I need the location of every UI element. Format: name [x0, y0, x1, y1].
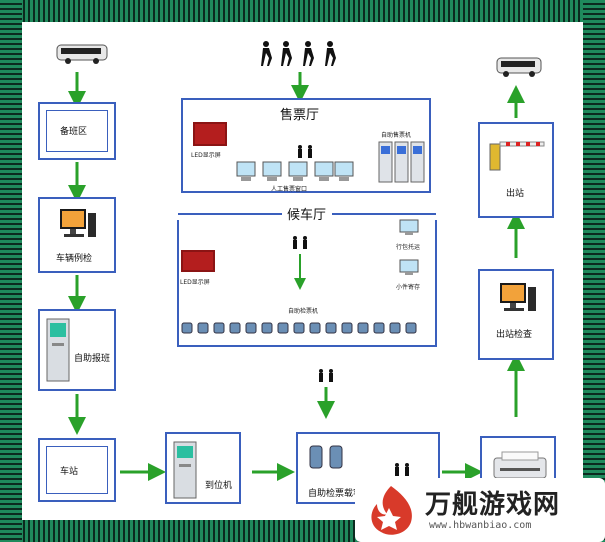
- printer-icon: [493, 451, 547, 479]
- walking-people-icon: [261, 41, 336, 66]
- watermark-url: www.hbwanbiao.com: [429, 520, 532, 531]
- gate-row-label: 自助检票机: [288, 308, 319, 315]
- watermark-title: 万舰游戏网: [425, 490, 561, 520]
- waiting-led-label: LED显示屏: [180, 279, 210, 286]
- ticket-window-computers-icon: [236, 161, 354, 181]
- ticket-gates-icon: [181, 322, 417, 334]
- right-stripe-border: [583, 0, 605, 542]
- led-screen-icon: [181, 250, 215, 272]
- led-screen-icon: [193, 122, 227, 146]
- ticket-led-label: LED显示屏: [191, 152, 221, 159]
- small-items-computer-icon: [399, 259, 419, 275]
- self-ticket-machine-icon: [378, 141, 425, 183]
- kiosk-icon: [46, 318, 70, 382]
- luggage-label: 行包托运: [396, 244, 421, 251]
- exit-box: 出站: [478, 122, 554, 218]
- bus-icon: [496, 57, 542, 77]
- arrive-machine-box: 到位机: [165, 432, 241, 504]
- waiting-hall-title: 候车厅: [284, 204, 330, 223]
- computer-icon: [60, 209, 96, 237]
- flow-arrows: [68, 72, 525, 481]
- self-ticket-machine-label: 自助售票机: [381, 132, 412, 139]
- self-checkin-label: 自助检票载客: [308, 489, 363, 499]
- small-walkers-icon: [298, 145, 312, 158]
- waiting-hall-frame: [177, 213, 437, 347]
- kiosk-icon: [173, 441, 197, 499]
- left-stripe-border: [0, 0, 22, 542]
- vehicle-inspection-label: 车辆例检: [56, 254, 93, 264]
- barrier-gate-icon: [489, 141, 545, 171]
- station-box: 车站: [38, 438, 116, 502]
- small-items-label: 小件寄存: [396, 284, 421, 291]
- manual-window-label: 人工售票窗口: [271, 186, 308, 193]
- exit-check-label: 出站检查: [496, 330, 533, 340]
- exit-label: 出站: [506, 189, 525, 199]
- diagram-canvas: 备班区 车辆例检 自助报班 车站 到位机 售票厅: [22, 22, 583, 520]
- small-walkers-icon: [395, 463, 409, 476]
- exit-check-box: 出站检查: [478, 269, 554, 360]
- self-report-label: 自助报班: [74, 354, 111, 364]
- vehicle-inspection-box: 车辆例检: [38, 197, 116, 273]
- computer-icon: [500, 283, 536, 311]
- arrive-machine-label: 到位机: [205, 481, 233, 491]
- gate-pair-icon: [309, 445, 343, 469]
- self-report-box: 自助报班: [38, 309, 116, 391]
- ticket-hall-title: 售票厅: [277, 104, 323, 123]
- standby-area-label: 备班区: [60, 127, 88, 137]
- small-walkers-icon: [293, 236, 307, 249]
- watermark: 万舰游戏网 www.hbwanbiao.com: [355, 478, 605, 542]
- small-walkers-icon: [319, 369, 333, 382]
- station-label: 车站: [60, 467, 79, 477]
- luggage-computer-icon: [399, 219, 419, 235]
- bus-icon: [56, 44, 108, 64]
- ticket-hall-box: 售票厅 LED显示屏 人工售票窗口 自助售票机: [181, 98, 431, 193]
- top-stripe-border: [0, 0, 605, 22]
- flame-logo-icon: [371, 486, 412, 535]
- standby-area-box: 备班区: [38, 102, 116, 160]
